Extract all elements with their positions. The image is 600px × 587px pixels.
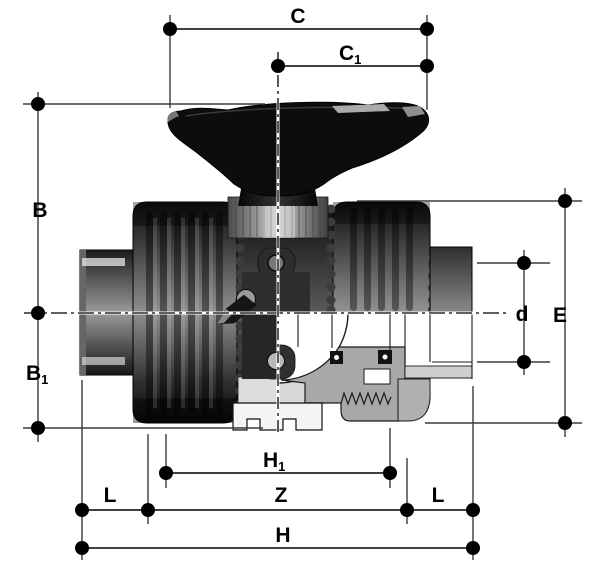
dimension-e bbox=[558, 194, 572, 430]
extension-lines bbox=[23, 15, 582, 560]
dimension-h1 bbox=[159, 466, 397, 480]
label-l-right: L bbox=[432, 484, 445, 507]
spigot-highlight-bottom bbox=[82, 357, 125, 365]
spigot-highlight-top bbox=[82, 258, 125, 266]
dimension-b-b1 bbox=[31, 97, 45, 435]
bracket-hole-top bbox=[267, 254, 285, 272]
label-b: B bbox=[32, 199, 47, 222]
label-z: Z bbox=[275, 484, 288, 507]
label-e: E bbox=[553, 304, 567, 327]
label-b1: B1 bbox=[26, 362, 48, 387]
dimension-d bbox=[517, 256, 531, 369]
right-nut-ribs bbox=[350, 208, 413, 311]
dimension-h bbox=[75, 541, 480, 555]
ball-section-arc bbox=[278, 313, 349, 384]
dimension-labels: C C1 B B1 d E H1 L Z L H bbox=[26, 5, 567, 547]
o-ring-seals bbox=[330, 350, 392, 364]
handle-highlight bbox=[332, 104, 390, 113]
label-d: d bbox=[516, 303, 529, 326]
socket-step-band bbox=[404, 365, 473, 379]
label-h: H bbox=[275, 524, 290, 547]
right-pipe-end-3d bbox=[429, 246, 473, 314]
label-c1: C1 bbox=[339, 42, 361, 67]
valve-handle bbox=[167, 101, 429, 197]
dimension-c1 bbox=[271, 59, 434, 73]
dimension-l-z-l bbox=[75, 503, 480, 517]
thread-section bbox=[340, 391, 392, 406]
bracket-hole-bottom bbox=[267, 352, 285, 370]
right-union-nut bbox=[326, 201, 436, 315]
handle-left-nub-highlight bbox=[167, 111, 179, 122]
dimension-lines bbox=[31, 22, 572, 555]
label-l-left: L bbox=[104, 484, 117, 507]
body-step-block bbox=[237, 376, 279, 404]
nut-section-lower bbox=[397, 378, 431, 422]
section-joint-lines bbox=[297, 313, 431, 362]
label-c: C bbox=[290, 5, 305, 28]
seat-pocket bbox=[363, 368, 391, 385]
dimension-c bbox=[163, 22, 434, 36]
handle-tip-highlight bbox=[402, 106, 425, 117]
label-h1: H1 bbox=[263, 449, 285, 474]
centerlines bbox=[24, 52, 508, 432]
